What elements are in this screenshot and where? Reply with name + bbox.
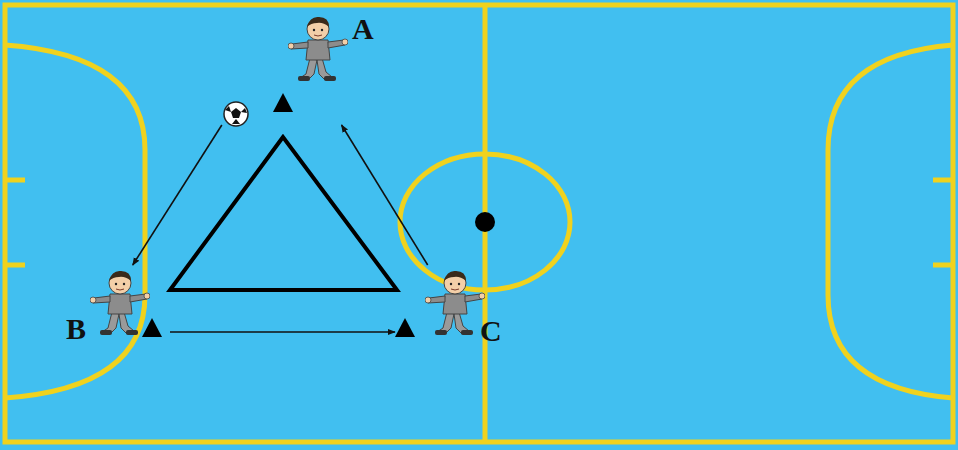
player-label: B [66, 314, 86, 344]
player-node: C [395, 265, 507, 350]
player-node: B [55, 265, 170, 350]
player-node: A [220, 8, 400, 125]
player-label: C [480, 316, 502, 346]
pass-arrow [342, 125, 428, 265]
pass-arrow [133, 125, 222, 265]
pass-arrow [170, 331, 395, 333]
player-label: A [352, 14, 374, 44]
